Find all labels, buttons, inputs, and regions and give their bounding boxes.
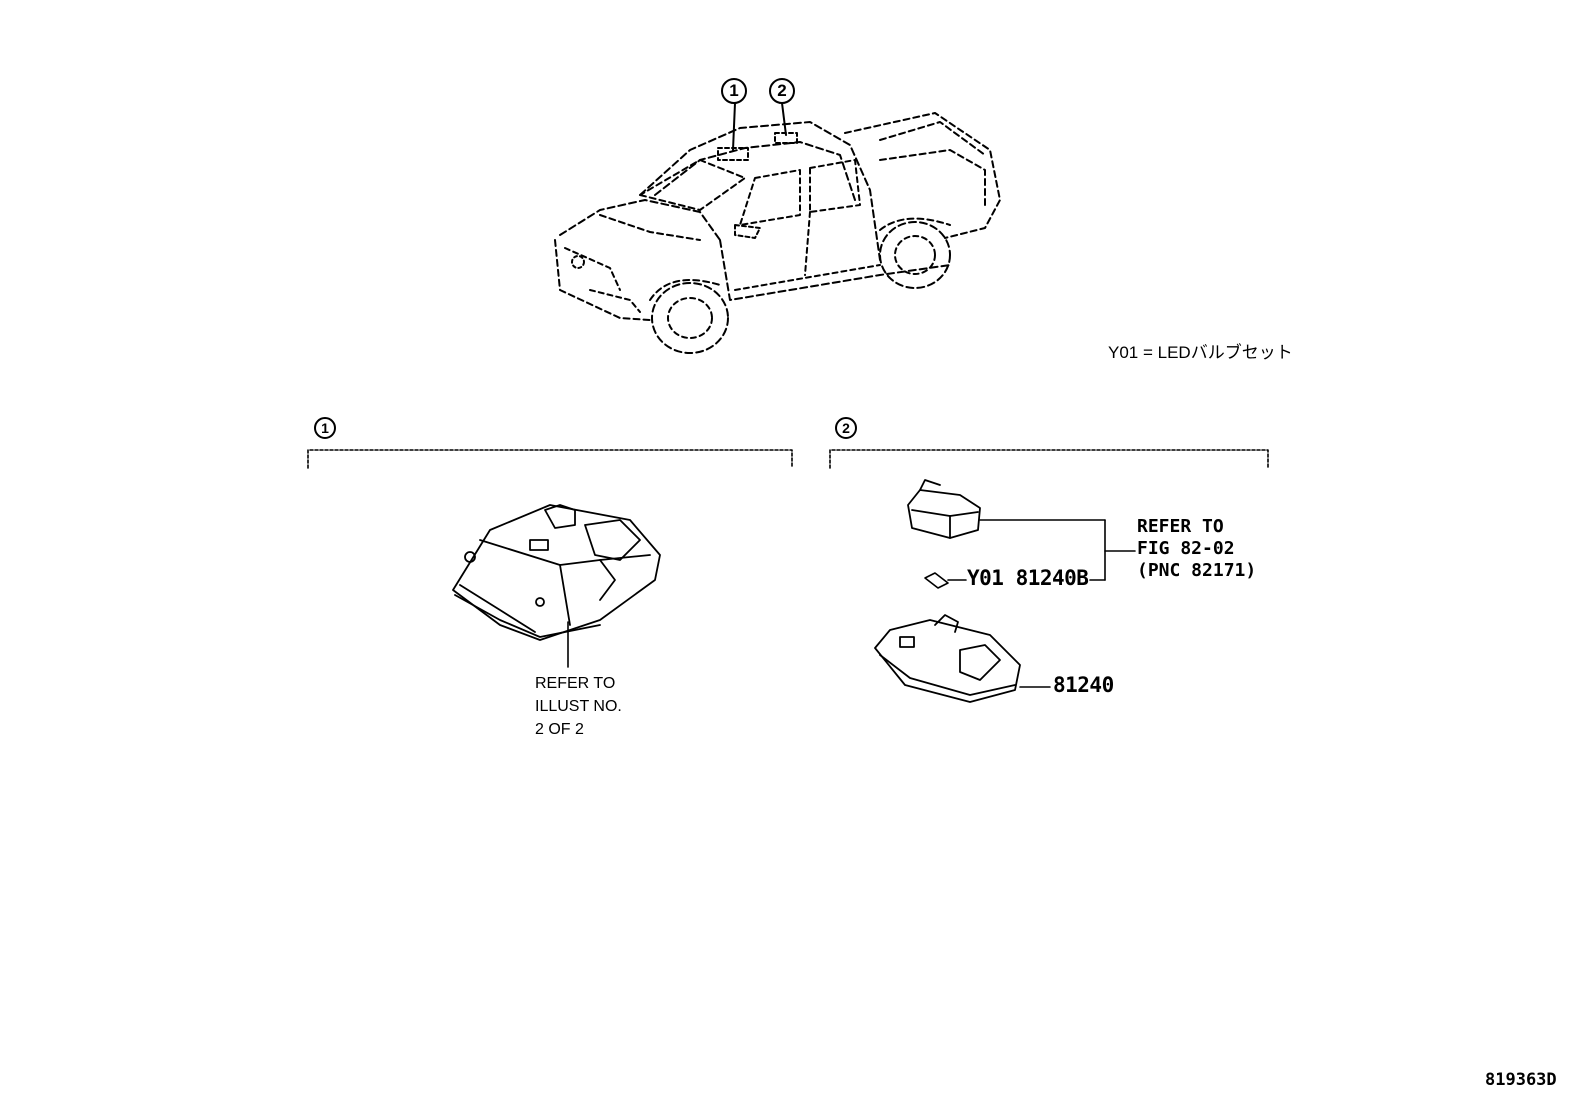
section-1-callout: 1 (314, 417, 336, 439)
console-illustration (452, 504, 661, 668)
refer-line-2: ILLUST NO. (535, 698, 622, 715)
section-1-refer-note: REFER TO ILLUST NO. 2 OF 2 (535, 672, 622, 741)
refer-line-1: REFER TO (1137, 516, 1224, 537)
socket-illustration (907, 479, 1106, 539)
section-2-callout: 2 (835, 417, 857, 439)
callout-2-truck: 2 (769, 78, 795, 104)
refer-line-3: 2 OF 2 (535, 721, 584, 738)
lamp-part-number: 81240 (1053, 673, 1114, 697)
section-2-refer-note: REFER TO FIG 82-02 (PNC 82171) (1137, 516, 1256, 582)
section-brackets (307, 449, 1269, 469)
refer-line-1: REFER TO (535, 675, 616, 692)
bulb-illustration (924, 519, 1136, 589)
legend-text: Y01 = LEDバルブセット (1108, 343, 1293, 362)
refer-line-3: (PNC 82171) (1137, 560, 1257, 581)
callout-1-truck: 1 (721, 78, 747, 104)
lamp-illustration (874, 614, 1051, 703)
bulb-part-number: Y01 81240B (967, 566, 1089, 590)
refer-line-2: FIG 82-02 (1137, 538, 1235, 559)
figure-code: 819363D (1485, 1070, 1557, 1090)
truck-illustration (554, 102, 1001, 354)
